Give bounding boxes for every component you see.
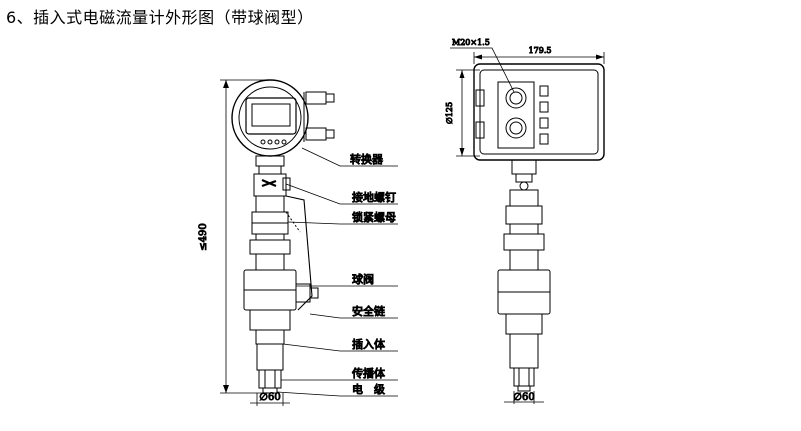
drawing-title: 6、插入式电磁流量计外形图（带球阀型） bbox=[6, 8, 314, 27]
gland-top bbox=[505, 87, 527, 109]
callout-ball-valve: 球阀 bbox=[352, 272, 374, 286]
safety-chain bbox=[285, 195, 313, 311]
width-dimension-label: 179.5 bbox=[529, 46, 552, 55]
head-diameter-label: ∅125 bbox=[445, 102, 454, 124]
callout-lock-nut: 锁紧螺母 bbox=[352, 210, 396, 224]
cable-gland-upper bbox=[305, 91, 327, 105]
callout-insertion-body: 插入体 bbox=[352, 337, 385, 351]
converter-box bbox=[473, 63, 605, 161]
thread-label: M20×1.5 bbox=[452, 38, 490, 47]
callout-propagation-body: 传播体 bbox=[352, 366, 385, 380]
ground-screw-block bbox=[253, 173, 287, 197]
front-view bbox=[220, 79, 335, 406]
callout-leaders bbox=[276, 147, 398, 397]
callout-ground-screw: 接地螺钉 bbox=[352, 191, 396, 204]
right-diameter-label: ∅60 bbox=[513, 392, 534, 403]
terminal-cover bbox=[497, 81, 535, 149]
display-window bbox=[245, 97, 297, 135]
cable-gland-lower bbox=[305, 127, 327, 141]
height-dimension-label: ≤490 bbox=[198, 223, 209, 250]
gland-bottom bbox=[505, 117, 527, 139]
callout-safety-chain: 安全链 bbox=[352, 304, 385, 318]
side-view bbox=[450, 47, 605, 404]
callout-electrode: 电 级 bbox=[352, 383, 385, 396]
callout-converter: 转换器 bbox=[350, 152, 383, 166]
left-diameter-label: ∅60 bbox=[259, 392, 280, 403]
insertion-body bbox=[256, 343, 284, 371]
propagation-body bbox=[258, 369, 282, 389]
